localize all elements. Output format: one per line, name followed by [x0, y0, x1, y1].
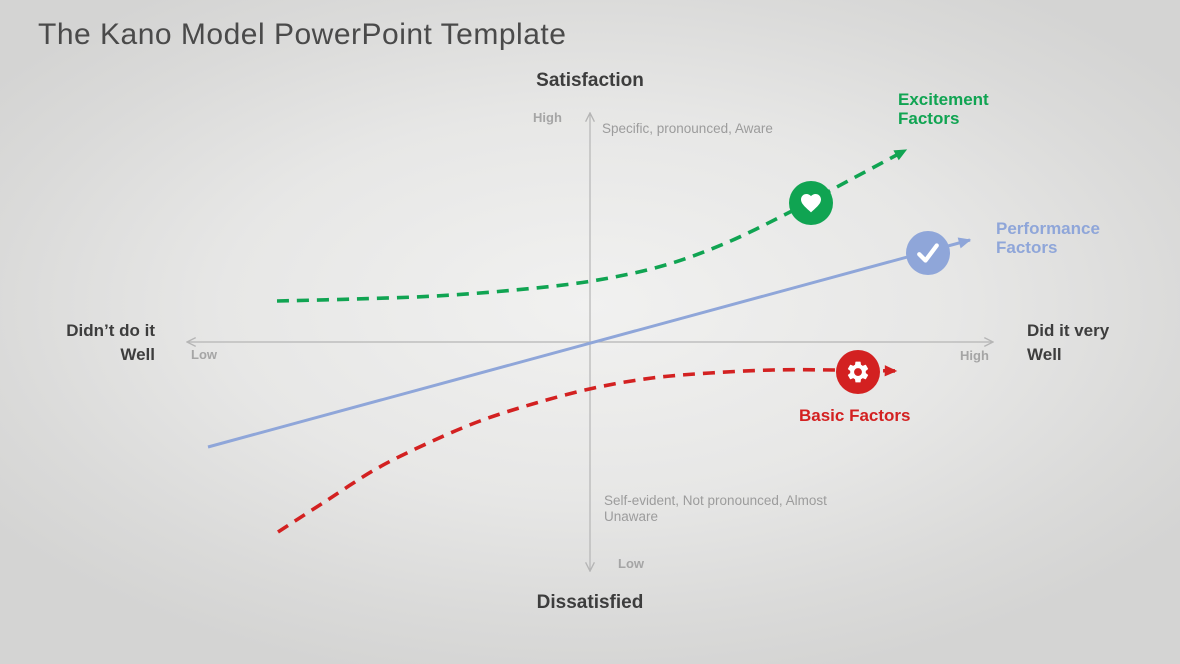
check-icon: [906, 231, 950, 275]
performance-curve: [207, 237, 972, 449]
annotation-bottom: Self-evident, Not pronounced, Almost Una…: [604, 493, 827, 524]
x-tick-low: Low: [191, 347, 217, 362]
y-tick-high: High: [533, 110, 562, 125]
slide-title: The Kano Model PowerPoint Template: [38, 18, 567, 51]
y-axis-title-bottom: Dissatisfied: [536, 592, 644, 613]
y-tick-low: Low: [618, 556, 644, 571]
excitement-curve: [276, 148, 908, 303]
annotation-top: Specific, pronounced, Aware: [602, 121, 773, 136]
heart-icon: [789, 181, 833, 225]
basic-curve: [277, 365, 898, 534]
x-tick-high: High: [960, 348, 989, 363]
y-axis-title-top: Satisfaction: [536, 70, 644, 91]
basic-factors-label: Basic Factors: [799, 406, 911, 425]
gear-icon: [836, 350, 880, 394]
